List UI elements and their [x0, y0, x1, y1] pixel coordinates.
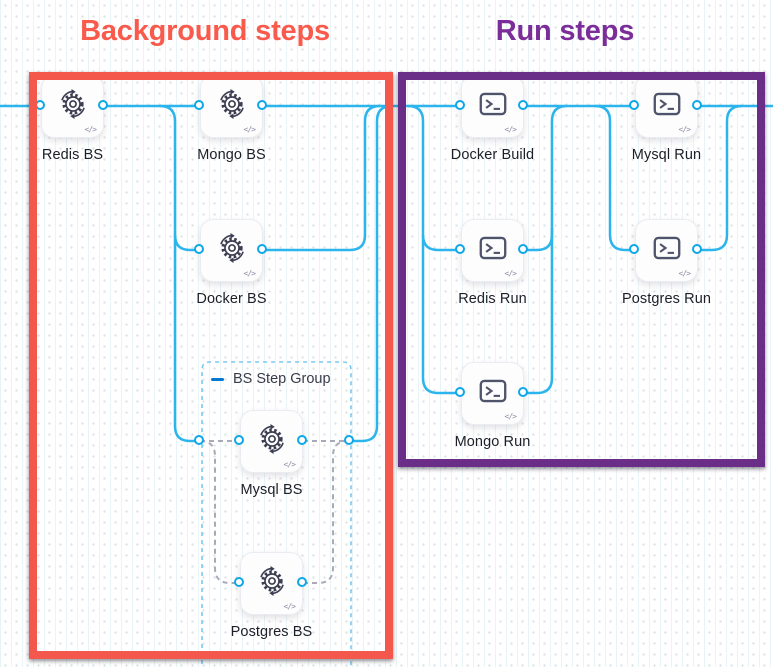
port-mysql-run-out[interactable]: [692, 100, 702, 110]
run-step-icon: [476, 87, 510, 121]
code-badge: </>: [84, 125, 97, 134]
run-step-icon: [650, 231, 684, 265]
node-docker-build[interactable]: </>: [461, 75, 524, 138]
port-postgres-bs-in[interactable]: [234, 577, 244, 587]
port-mysql-bs-in[interactable]: [234, 435, 244, 445]
background-step-icon: [56, 87, 90, 121]
port-mongo-run-out[interactable]: [518, 387, 528, 397]
node-label-postgres-run: Postgres Run: [621, 291, 712, 307]
port-mysql-bs-out[interactable]: [297, 435, 307, 445]
node-label-redis-run: Redis Run: [458, 291, 527, 307]
edge-split-postgres-run: [594, 104, 635, 252]
node-label-docker-bs: Docker BS: [196, 291, 267, 307]
node-mongo-bs[interactable]: </>: [200, 75, 263, 138]
node-mysql-run[interactable]: </>: [635, 75, 698, 138]
port-redis-run-out[interactable]: [518, 244, 528, 254]
node-mysql-bs[interactable]: </>: [240, 410, 303, 473]
node-label-postgres-bs: Postgres BS: [230, 624, 313, 640]
port-redis-run-in[interactable]: [455, 244, 465, 254]
port-mongo-bs-out[interactable]: [257, 100, 267, 110]
node-docker-bs[interactable]: </>: [200, 219, 263, 282]
code-badge: </>: [504, 269, 517, 278]
code-badge: </>: [504, 412, 517, 421]
node-postgres-bs[interactable]: </>: [240, 552, 303, 615]
port-postgres-run-in[interactable]: [629, 244, 639, 254]
port-redis-bs-in[interactable]: [35, 100, 45, 110]
step-group-label: BS Step Group: [233, 371, 331, 387]
node-label-mysql-bs: Mysql BS: [240, 482, 303, 498]
code-badge: </>: [243, 125, 256, 134]
port-postgres-run-out[interactable]: [692, 244, 702, 254]
code-badge: </>: [283, 602, 296, 611]
node-label-mysql-run: Mysql Run: [631, 147, 702, 163]
port-docker-build-in[interactable]: [455, 100, 465, 110]
code-badge: </>: [678, 125, 691, 134]
edge-postgres-bs-to-group-out: [303, 440, 350, 584]
edge-split-bg: [159, 104, 200, 443]
node-redis-run[interactable]: </>: [461, 219, 524, 282]
background-step-icon: [255, 422, 289, 456]
edge-mongo-run-out: [524, 104, 568, 395]
node-postgres-run[interactable]: </>: [635, 219, 698, 282]
edge-docker-bs-out: [263, 104, 381, 252]
node-label-redis-bs: Redis BS: [41, 147, 104, 163]
code-badge: </>: [504, 125, 517, 134]
background-step-icon: [255, 564, 289, 598]
background-step-icon: [215, 231, 249, 265]
edge-postgres-run-out: [698, 104, 743, 252]
code-badge: </>: [678, 269, 691, 278]
node-mongo-run[interactable]: </>: [461, 362, 524, 425]
node-label-docker-build: Docker Build: [450, 147, 535, 163]
edge-group-to-postgres-bs: [199, 440, 240, 584]
port-redis-bs-out[interactable]: [98, 100, 108, 110]
run-step-icon: [650, 87, 684, 121]
port-mysql-run-in[interactable]: [629, 100, 639, 110]
background-step-icon: [215, 87, 249, 121]
port-docker-build-out[interactable]: [518, 100, 528, 110]
port-mongo-run-in[interactable]: [455, 387, 465, 397]
edge-branch-docker-bs-in: [173, 234, 200, 252]
port-step-group-in[interactable]: [194, 435, 204, 445]
port-docker-bs-out[interactable]: [257, 244, 267, 254]
node-redis-bs[interactable]: </>: [41, 75, 104, 138]
step-group-dashed-border: [201, 361, 352, 667]
run-step-icon: [476, 231, 510, 265]
port-mongo-bs-in[interactable]: [194, 100, 204, 110]
step-group-header[interactable]: BS Step Group: [211, 371, 331, 387]
port-docker-bs-in[interactable]: [194, 244, 204, 254]
node-label-mongo-bs: Mongo BS: [197, 147, 266, 163]
edge-group-out: [350, 104, 393, 443]
code-badge: </>: [243, 269, 256, 278]
port-step-group-out[interactable]: [344, 435, 354, 445]
node-label-mongo-run: Mongo Run: [454, 434, 531, 450]
code-badge: </>: [283, 460, 296, 469]
run-step-icon: [476, 374, 510, 408]
run-steps-title: Run steps: [495, 15, 635, 47]
edge-split-run: [407, 104, 461, 395]
edge-redis-run-out: [524, 228, 554, 252]
background-steps-title: Background steps: [80, 15, 330, 47]
port-postgres-bs-out[interactable]: [297, 577, 307, 587]
collapse-minus-icon[interactable]: [211, 377, 224, 381]
edge-branch-redis-run-in: [421, 234, 461, 252]
